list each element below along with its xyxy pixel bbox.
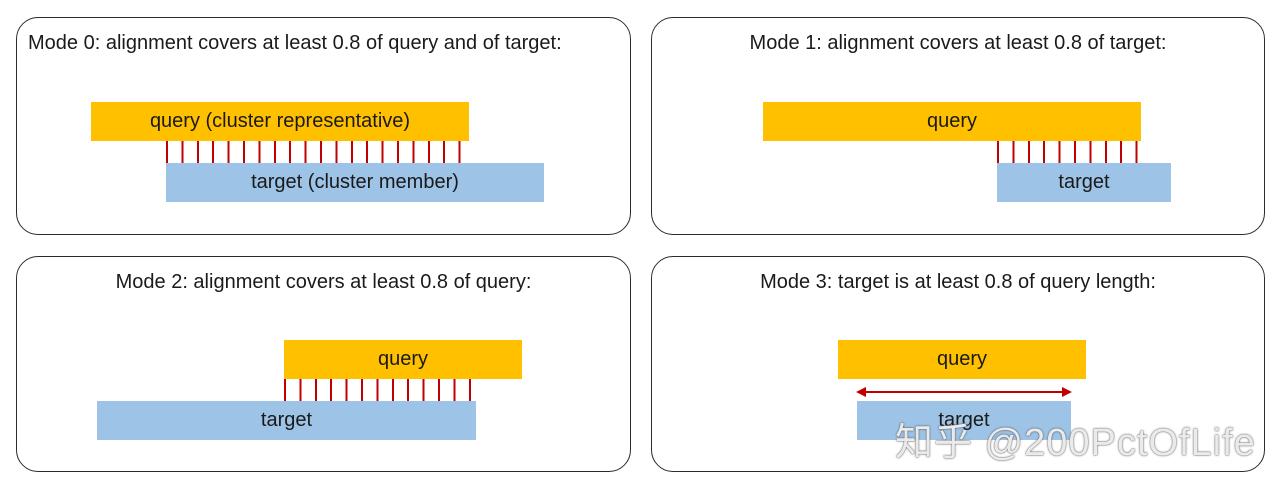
mode-3-query-bar: query	[838, 340, 1086, 379]
mode-3-title: Mode 3: target is at least 0.8 of query …	[760, 271, 1156, 293]
mode-0-panel: Mode 0: alignment covers at least 0.8 of…	[16, 17, 631, 235]
mode-0-title: Mode 0: alignment covers at least 0.8 of…	[28, 32, 562, 54]
mode-3-target-bar: target	[857, 401, 1071, 440]
mode-1-panel: Mode 1: alignment covers at least 0.8 of…	[651, 17, 1265, 235]
mode-2-target-bar: target	[97, 401, 476, 440]
mode-1-title: Mode 1: alignment covers at least 0.8 of…	[749, 32, 1167, 54]
mode-3-length-arrow	[856, 387, 1072, 397]
mode-2-panel: Mode 2: alignment covers at least 0.8 of…	[16, 256, 631, 472]
mode-3-panel: Mode 3: target is at least 0.8 of query …	[651, 256, 1265, 472]
mode-1-alignment-ticks	[997, 141, 1141, 163]
watermark: 知乎 @200PctOfLife	[895, 422, 1256, 464]
mode-0-query-bar: query (cluster representative)	[91, 102, 469, 141]
mode-1-target-bar: target	[997, 163, 1171, 202]
mode-0-target-bar: target (cluster member)	[166, 163, 544, 202]
mode-0-alignment-ticks	[166, 141, 469, 163]
mode-2-title: Mode 2: alignment covers at least 0.8 of…	[115, 271, 532, 293]
mode-2-alignment-ticks	[284, 379, 476, 401]
mode-2-query-bar: query	[284, 340, 522, 379]
mode-1-query-bar: query	[763, 102, 1141, 141]
